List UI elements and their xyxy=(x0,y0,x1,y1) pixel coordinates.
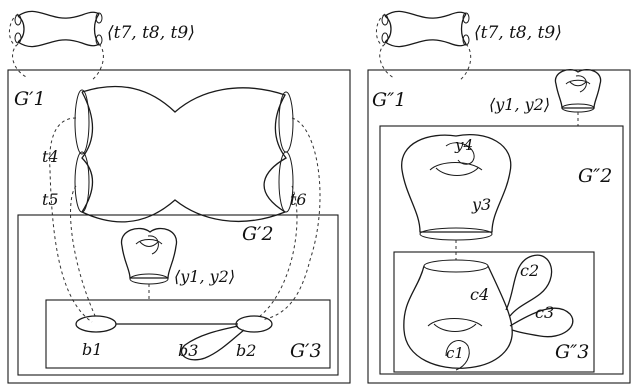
left-torus-label: ⟨y1, y2⟩ xyxy=(174,267,235,286)
right-top-surface xyxy=(376,10,472,81)
left-b2-label: b2 xyxy=(236,341,256,360)
right-lower-surface xyxy=(403,254,574,371)
right-outer-label: G″1 xyxy=(372,89,406,111)
right-inner-box xyxy=(393,251,595,373)
right-c2-label: c2 xyxy=(520,261,539,280)
left-top-surface xyxy=(9,10,104,81)
left-inner-graph xyxy=(75,315,273,361)
right-c1-label: c1 xyxy=(446,344,464,362)
right-outer-box xyxy=(367,69,631,384)
left-mid-label: G′2 xyxy=(242,223,274,245)
right-top-label: ⟨t7, t8, t9⟩ xyxy=(474,23,562,43)
right-mid-label: G″2 xyxy=(578,165,612,187)
left-inner-label: G′3 xyxy=(290,340,322,362)
right-c4-label: c4 xyxy=(470,285,489,304)
right-y4-label: y4 xyxy=(454,136,473,154)
left-t5-label: t5 xyxy=(42,190,59,209)
right-small-torus xyxy=(554,69,602,126)
left-t6-label: t6 xyxy=(290,190,307,209)
left-panel: ⟨t7, t8, t9⟩ G′1 t4 t5 t6 G′2 xyxy=(7,10,351,384)
left-b1-label: b1 xyxy=(82,340,102,359)
right-upper-surface xyxy=(401,134,512,260)
left-top-label: ⟨t7, t8, t9⟩ xyxy=(107,23,195,43)
left-inner-box xyxy=(45,299,331,369)
right-c3-label: c3 xyxy=(535,303,554,322)
left-b3-label: b3 xyxy=(178,341,198,360)
left-outer-box xyxy=(7,69,351,384)
left-big-surface xyxy=(49,85,321,323)
left-small-torus xyxy=(120,227,178,302)
left-mid-box xyxy=(17,214,339,376)
left-outer-label: G′1 xyxy=(14,88,46,110)
right-inner-label: G″3 xyxy=(555,341,589,363)
right-torus-label: ⟨y1, y2⟩ xyxy=(489,95,550,114)
right-y3-label: y3 xyxy=(471,195,491,214)
right-mid-box xyxy=(379,125,624,375)
left-t4-label: t4 xyxy=(42,147,59,166)
right-panel: ⟨t7, t8, t9⟩ G″1 ⟨y1, y2⟩ G″2 y4 y3 G″3 xyxy=(367,10,631,384)
